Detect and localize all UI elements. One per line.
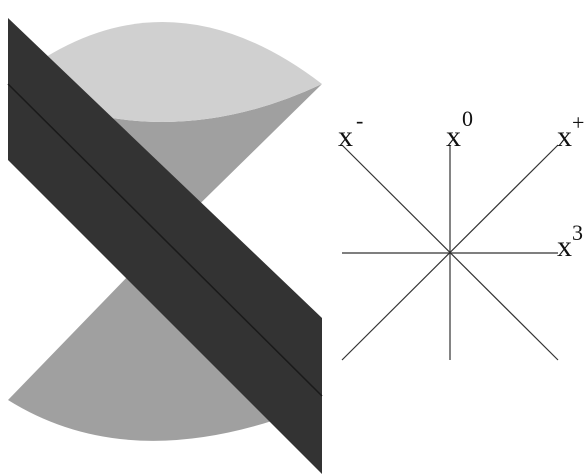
null-plane-upper-face [8,18,322,396]
light-cone [7,18,323,474]
label-x-plus-base: x [557,120,572,153]
label-x-three: x 3 [557,220,583,263]
label-x-plus-sup: + [572,110,584,135]
label-x-minus-sup: - [356,108,363,133]
label-x-zero-base: x [446,120,461,153]
past-cone [8,238,275,441]
label-x-three-sup: 3 [572,220,583,245]
label-x-three-base: x [557,230,572,263]
label-x-zero: x 0 [446,106,473,153]
label-x-minus: x - [338,108,363,153]
null-plane-lower-face [8,84,322,474]
label-x-minus-base: x [338,120,353,153]
label-x-zero-sup: 0 [462,106,473,131]
label-x-plus: x + [557,110,584,153]
axis-x-minus [341,144,559,361]
coordinate-axes: x - x 0 x + x 3 [338,106,584,361]
null-plane-edge [7,83,323,397]
